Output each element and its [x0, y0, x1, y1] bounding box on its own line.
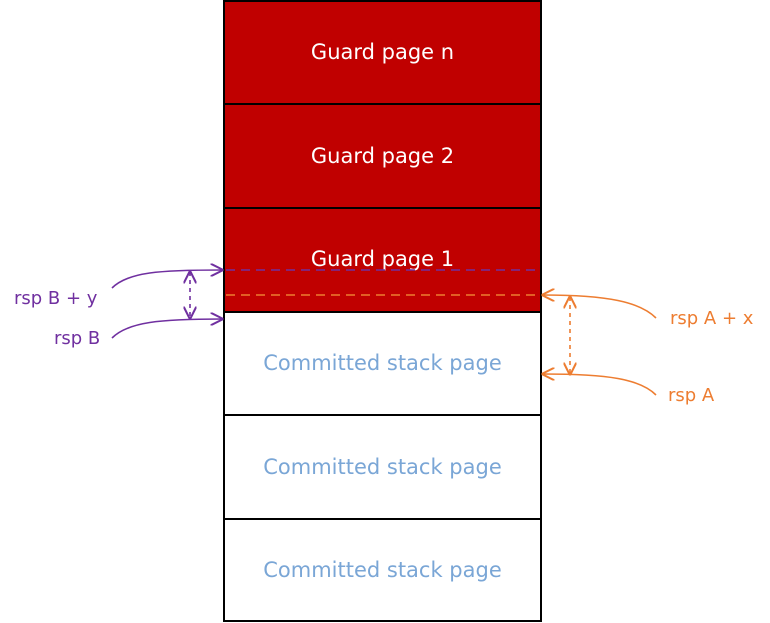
- rsp-b-label: rsp B: [54, 328, 100, 349]
- committed-page-1-block: [223, 311, 542, 416]
- guard-page-n-label: Guard page n: [311, 40, 454, 64]
- guard-page-1-label: Guard page 1: [311, 247, 454, 271]
- rsp-b-arrow: [111, 319, 222, 339]
- guard-page-2-block: [223, 103, 542, 209]
- committed-page-1-label: Committed stack page: [263, 351, 502, 375]
- rsp-b-plus-y-arrow: [111, 270, 222, 289]
- rsp-b-plus-y-label: rsp B + y: [14, 288, 98, 309]
- rsp-b-annotations: rsp B + y rsp B: [14, 270, 222, 349]
- committed-page-2-block: [223, 414, 542, 520]
- rsp-a-label: rsp A: [668, 385, 715, 406]
- rsp-a-plus-x-arrow: [543, 295, 657, 319]
- guard-page-2-label: Guard page 2: [311, 144, 454, 168]
- committed-page-3-label: Committed stack page: [263, 558, 502, 582]
- rsp-a-annotations: rsp A + x rsp A: [543, 295, 754, 406]
- committed-page-3-block: [223, 518, 542, 622]
- rsp-a-arrow: [543, 374, 657, 396]
- guard-page-n-block: [223, 0, 542, 105]
- page-stack: Guard page n Guard page 2 Guard page 1 C…: [223, 0, 542, 622]
- committed-page-2-label: Committed stack page: [263, 455, 502, 479]
- rsp-a-plus-x-label: rsp A + x: [670, 308, 754, 329]
